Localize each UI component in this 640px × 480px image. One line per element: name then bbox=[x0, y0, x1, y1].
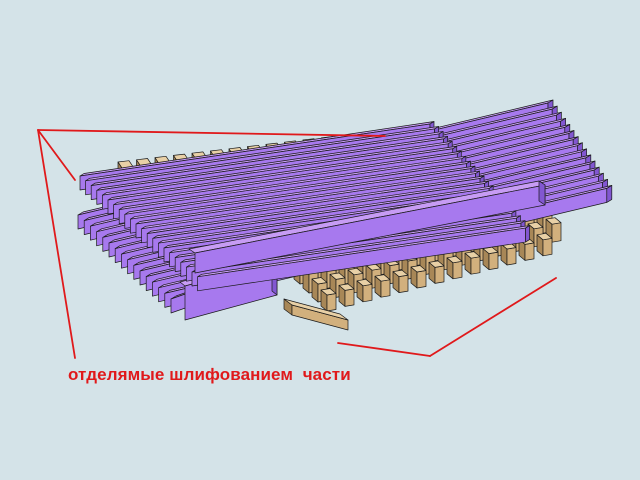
wood-block-3-4-top bbox=[392, 269, 409, 277]
leader-line-bottom-right bbox=[429, 277, 557, 357]
wood-block-3-11-front bbox=[524, 242, 535, 261]
callout-leader-lines bbox=[37, 129, 557, 359]
wood-block-3-3-front bbox=[380, 279, 391, 298]
wood-block-3-5-top bbox=[410, 265, 427, 273]
wood-block-2-0-top bbox=[311, 277, 328, 285]
wood-block-3-0-front bbox=[326, 293, 337, 312]
wood-block-3-9-front bbox=[488, 251, 499, 270]
wood-block-3-6-front bbox=[434, 265, 445, 284]
leader-line-down bbox=[37, 129, 76, 359]
purple-bar-upper-layer bbox=[79, 121, 546, 292]
purple-upper-front-beam-end bbox=[538, 180, 546, 206]
wood-block-3-1-top bbox=[338, 283, 355, 291]
wood-block-3-0-top bbox=[320, 288, 337, 296]
leader-line-bottom-left bbox=[337, 342, 431, 357]
purple-lower-bar-14-end bbox=[606, 185, 613, 203]
wood-block-3-8-front bbox=[470, 256, 481, 275]
wood-block-3-4-front bbox=[398, 274, 409, 293]
separated-parts-caption: отделямые шлифованием части bbox=[68, 365, 351, 384]
wood-block-3-10-front bbox=[506, 247, 517, 266]
wood-block-3-7-front bbox=[452, 260, 463, 280]
wood-block-3-12-top bbox=[536, 232, 553, 241]
wood-block-3-2-front bbox=[362, 283, 373, 303]
wood-block-3-2-top bbox=[356, 278, 373, 287]
wood-block-2-12-top bbox=[527, 221, 544, 230]
wood-block-3-7-top bbox=[446, 255, 463, 264]
purple-upper-bar-21-end bbox=[525, 225, 530, 243]
wood-block-2-13-front bbox=[551, 222, 562, 243]
leader-line-top-corner bbox=[37, 129, 76, 181]
wood-block-3-3-top bbox=[374, 274, 391, 282]
wood-block-3-12-front bbox=[542, 237, 553, 257]
wood-plank-top bbox=[283, 298, 349, 321]
wood-block-3-5-front bbox=[416, 270, 427, 289]
wood-block-2-1-top bbox=[329, 272, 346, 280]
leader-line-top-right bbox=[37, 129, 386, 137]
wood-block-3-1-front bbox=[344, 288, 355, 307]
wood-block-3-8-top bbox=[464, 251, 481, 259]
wood-block-2-2-top bbox=[347, 267, 364, 276]
wood-block-2-13-top bbox=[545, 217, 562, 225]
wood-block-3-6-top bbox=[428, 260, 445, 268]
